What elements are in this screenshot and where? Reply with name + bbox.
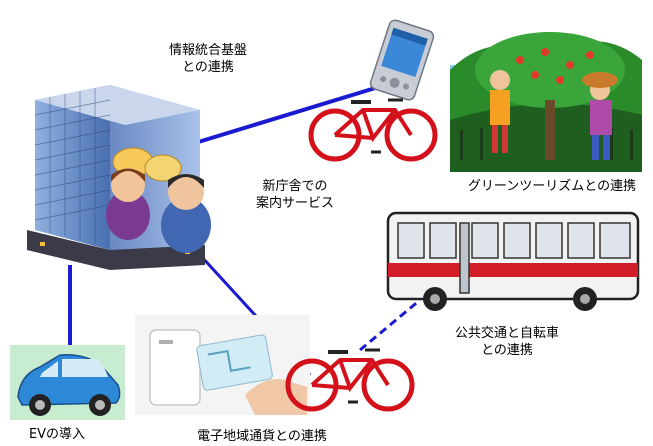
link-building-pda bbox=[194, 80, 396, 145]
label-guide-service: 新庁舎での 案内サービス bbox=[255, 179, 334, 211]
bicycle-icon bbox=[303, 90, 443, 165]
label-ev: EVの導入 bbox=[28, 427, 86, 442]
people-icon bbox=[98, 140, 223, 255]
bus-icon bbox=[380, 205, 645, 315]
label-e-currency: 電子地域通貨との連携 bbox=[197, 429, 327, 444]
label-public-transport: 公共交通と自転車 との連携 bbox=[454, 326, 559, 358]
label-info-platform: 情報統合基盤 との連携 bbox=[168, 43, 247, 75]
pda-icon bbox=[365, 18, 440, 103]
ev-car-icon bbox=[10, 345, 125, 420]
label-green-tourism: グリーンツーリズムとの連携 bbox=[467, 179, 637, 194]
link-bicycle-bus-dashed bbox=[359, 298, 421, 352]
ic-card-icon bbox=[135, 315, 310, 415]
bicycle-icon-bottom bbox=[280, 340, 420, 415]
tourism-picture bbox=[450, 10, 642, 172]
